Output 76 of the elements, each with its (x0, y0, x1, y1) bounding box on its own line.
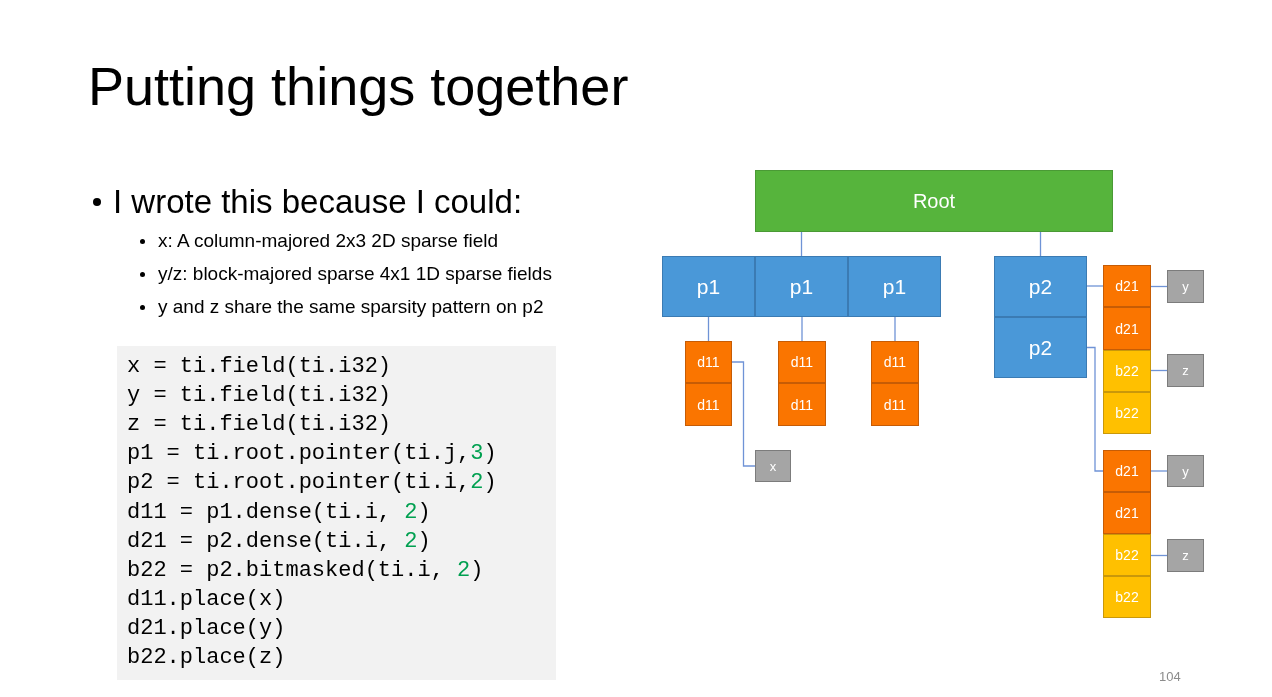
connector-line (1086, 285, 1104, 287)
page-number: 104 (1159, 669, 1181, 684)
node-label: b22 (1115, 363, 1139, 379)
dense-cell (1103, 492, 1151, 534)
node-label: b22 (1115, 405, 1139, 421)
code-line: z = ti.field(ti.i32) (127, 411, 392, 440)
code-line: p1 = ti.root.pointer(ti.j,3) (127, 440, 497, 469)
node-label: z (1182, 548, 1189, 563)
node-label: x (769, 458, 777, 474)
dense-cell (778, 383, 826, 426)
node-label: y (1182, 279, 1189, 294)
node-label: b22 (1115, 589, 1139, 605)
node-label: d21 (1115, 505, 1139, 521)
code-line: b22 = p2.bitmasked(ti.i, 2) (127, 556, 484, 585)
dense-cell (778, 341, 826, 383)
pointer-node (994, 317, 1087, 378)
field-node (1167, 455, 1204, 487)
dense-cell (1103, 265, 1151, 307)
node-label: d11 (883, 396, 907, 413)
node-label: d11 (697, 354, 720, 370)
node-label: p2 (1028, 274, 1053, 299)
connector-line (894, 316, 896, 342)
code-line: y = ti.field(ti.i32) (127, 382, 392, 411)
node-label: z (1182, 363, 1189, 378)
root-node (755, 170, 1113, 232)
code-line: b22.place(z) (127, 644, 286, 672)
connector-line (1039, 231, 1042, 257)
sub-bullet-text: y/z: block-majored sparse 4x1 1D sparse fields (158, 262, 552, 286)
dense-cell (871, 383, 919, 426)
node-label: y (1182, 463, 1189, 479)
node-label: b22 (1115, 547, 1139, 563)
node-label: p2 (1028, 335, 1053, 360)
bitmasked-cell (1103, 392, 1151, 434)
connector-line (1086, 346, 1104, 472)
bitmasked-cell (1103, 534, 1151, 576)
field-node (1167, 539, 1204, 572)
node-label: d11 (790, 396, 814, 413)
node-label: p1 (882, 274, 907, 299)
pointer-node (994, 256, 1087, 317)
pointer-node (662, 256, 755, 317)
bullet-text: I wrote this because I could: (113, 182, 523, 222)
node-label: d21 (1115, 463, 1139, 479)
dense-cell (1103, 307, 1151, 350)
dense-cell (685, 383, 732, 426)
field-node (1167, 354, 1204, 387)
node-label: d11 (790, 354, 814, 370)
bitmasked-cell (1103, 576, 1151, 618)
sub-bullet-text: x: A column-majored 2x3 2D sparse field (158, 229, 499, 253)
field-node (1167, 270, 1204, 303)
slide-title: Putting things together (88, 55, 629, 118)
node-label: p1 (696, 274, 721, 299)
code-line: d21 = p2.dense(ti.i, 2) (127, 527, 431, 556)
node-label: p1 (789, 274, 814, 299)
pointer-node (755, 256, 848, 317)
node-label: d11 (697, 396, 720, 413)
code-line: d21.place(y) (127, 614, 286, 643)
sub-bullet-text: y and z share the same sparsity pattern on p2 (158, 295, 544, 319)
bitmasked-cell (1103, 350, 1151, 392)
code-line: d11.place(x) (127, 585, 286, 614)
dense-cell (685, 341, 732, 383)
node-label: Root (912, 189, 956, 213)
pointer-node (848, 256, 941, 317)
node-label: d21 (1115, 320, 1139, 337)
code-line: p2 = ti.root.pointer(ti.i,2) (127, 469, 497, 498)
dense-cell (1103, 450, 1151, 492)
connector-line (707, 316, 710, 342)
connector-line (1150, 470, 1168, 472)
connector-line (800, 231, 803, 257)
node-label: d11 (883, 354, 907, 370)
code-line: d11 = p1.dense(ti.i, 2) (127, 498, 431, 527)
code-line: x = ti.field(ti.i32) (127, 353, 392, 381)
connector-line (731, 361, 756, 467)
dense-cell (871, 341, 919, 383)
field-node (755, 450, 791, 482)
node-label: d21 (1115, 278, 1139, 294)
connector-line (801, 316, 803, 342)
